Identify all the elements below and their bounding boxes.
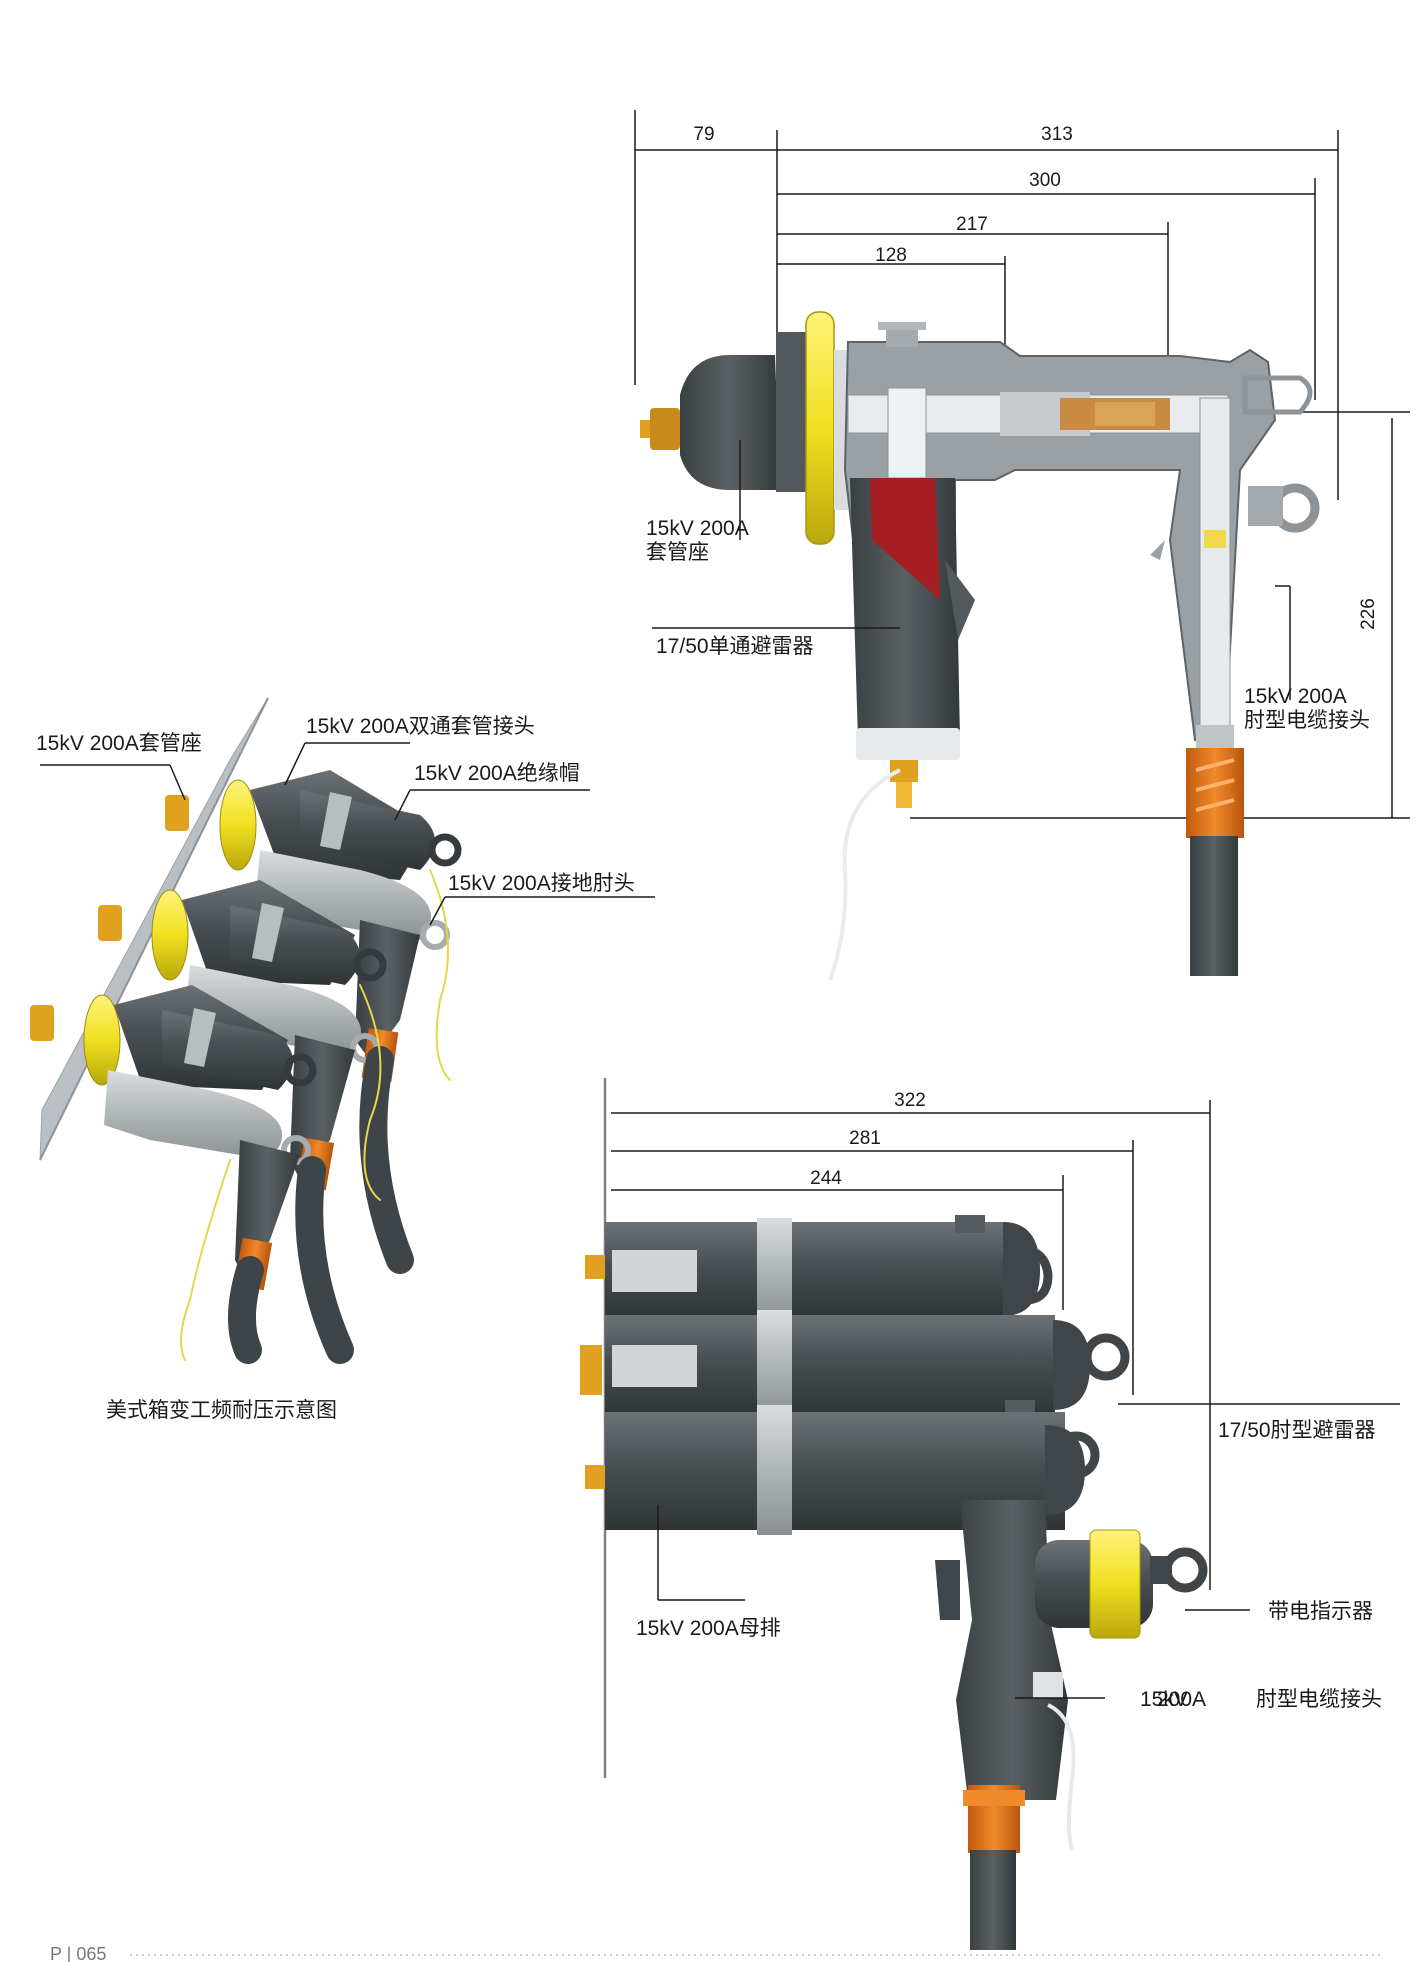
label-elbow-connector: 肘型电缆接头: [1256, 1688, 1382, 1711]
bottom-dimension-texts: 322 281 244: [810, 1090, 926, 1189]
top-housing-section: [843, 322, 1320, 741]
dim-281: 281: [849, 1128, 881, 1149]
phase-3: [30, 985, 317, 1090]
left-caption: 美式箱变工频耐压示意图: [106, 1399, 337, 1422]
label-feedthru: 15kV 200A双通套管接头: [306, 715, 535, 738]
dim-217: 217: [956, 214, 988, 235]
bottom-dimensions: [611, 1100, 1211, 1590]
dim-322: 322: [894, 1090, 926, 1111]
dim-313: 313: [1041, 124, 1073, 145]
busbar-stack: [580, 1215, 1130, 1535]
label-bushing-well-l2: 套管座: [646, 541, 709, 564]
page-footer: P | 065: [50, 1944, 1380, 1962]
label-busbar: 15kV 200A母排: [636, 1617, 781, 1640]
label-grounding-elbow: 15kV 200A接地肘头: [448, 872, 635, 895]
dim-128: 128: [875, 245, 907, 266]
top-arrester-body: [828, 478, 975, 981]
label-indicator: 带电指示器: [1268, 1600, 1373, 1623]
dim-79: 79: [693, 124, 714, 145]
dim-300: 300: [1029, 170, 1061, 191]
label-elbow-kv: 15kV: [1140, 1688, 1188, 1711]
label-arrester: 17/50单通避雷器: [656, 635, 814, 658]
top-diagram: 79 313 300 217 128 226: [634, 110, 1410, 981]
label-elbow-l1: 15kV 200A: [1244, 685, 1347, 708]
label-elbow-arrester: 17/50肘型避雷器: [1218, 1419, 1376, 1442]
phase-3-elbow: [104, 1070, 311, 1291]
top-bushing-well: [640, 311, 848, 545]
bottom-diagram: 322 281 244: [580, 1078, 1400, 1950]
label-bushing-well-l1: 15kV 200A: [646, 517, 749, 540]
dim-244: 244: [810, 1168, 842, 1189]
label-left-bushing-well: 15kV 200A套管座: [36, 732, 202, 755]
top-dimensions: [634, 110, 1410, 819]
left-labels: 15kV 200A套管座 15kV 200A双通套管接头 15kV 200A绝缘…: [36, 715, 655, 1422]
top-labels: 15kV 200A 套管座 17/50单通避雷器 15kV 200A 肘型电缆接…: [646, 440, 1370, 732]
dim-226: 226: [1358, 598, 1379, 630]
left-cables: [180, 869, 451, 1364]
top-dimension-texts: 79 313 300 217 128 226: [693, 124, 1379, 630]
top-elbow-cable: [1186, 725, 1244, 976]
page-number: P | 065: [50, 1944, 106, 1962]
phase-2: [98, 880, 387, 985]
label-elbow-l2: 肘型电缆接头: [1244, 709, 1370, 732]
bottom-elbow: [935, 1500, 1208, 1950]
label-insulating-cap: 15kV 200A绝缘帽: [414, 762, 580, 785]
left-diagram: 15kV 200A套管座 15kV 200A双通套管接头 15kV 200A绝缘…: [30, 697, 655, 1422]
bottom-labels: 17/50肘型避雷器 带电指示器 15kV 200A母排 15kV 200A 肘…: [636, 1403, 1400, 1711]
label-elbow-amp: 200A: [1157, 1688, 1206, 1711]
phase-1: [165, 770, 462, 880]
